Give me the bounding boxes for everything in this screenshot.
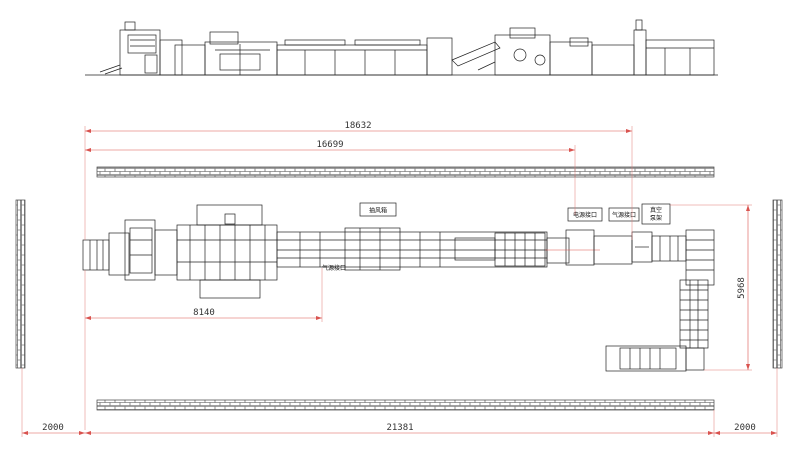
elevation-stacker <box>549 19 715 76</box>
elevation-folder <box>426 27 551 76</box>
air-port-left-label: 气源接口 <box>322 264 346 272</box>
walls <box>15 166 783 411</box>
vacuum-frame-label-2: 泵架 <box>650 214 662 222</box>
elevation-feeder <box>99 21 161 76</box>
elevation-view <box>85 19 718 76</box>
plan-conveyor <box>276 227 548 271</box>
dim-to-cooling: 16699 <box>316 140 343 150</box>
wall-bottom <box>96 399 715 411</box>
air-port-right-box <box>608 207 640 222</box>
air-port-right-label: 气源接口 <box>612 211 636 219</box>
elevation-conveyor <box>276 39 428 76</box>
dim-first-section: 8140 <box>193 308 215 318</box>
dim-left-clearance: 2000 <box>42 423 64 433</box>
duct-label-box <box>359 202 397 217</box>
wall-right <box>772 199 783 369</box>
power-port-label: 电源接口 <box>573 211 597 219</box>
vacuum-frame-label-1: 真空 <box>650 206 662 214</box>
dimensions: 18632 16699 8140 5968 2000 21381 2000 <box>21 121 778 437</box>
dim-right-clearance: 2000 <box>734 423 756 433</box>
labels: 抽风箱 电源接口 气源接口 真空 泵架 气源接口 <box>322 202 671 272</box>
duct-label: 抽风箱 <box>369 207 387 215</box>
wall-top <box>96 166 715 178</box>
plan-transfer-table <box>605 345 705 372</box>
elevation-printer <box>159 31 278 76</box>
wall-left <box>15 199 26 369</box>
power-port-label-box <box>567 207 603 222</box>
dim-overall-length: 18632 <box>344 121 371 131</box>
dim-base-length: 21381 <box>386 423 413 433</box>
plan-output-conveyor <box>679 229 715 349</box>
dim-right-height: 5968 <box>737 277 747 299</box>
plan-printing-unit <box>154 204 278 299</box>
vacuum-frame-box <box>641 203 671 225</box>
plan-folder <box>545 229 687 266</box>
plan-view <box>82 204 715 372</box>
plan-feeder <box>82 219 156 281</box>
